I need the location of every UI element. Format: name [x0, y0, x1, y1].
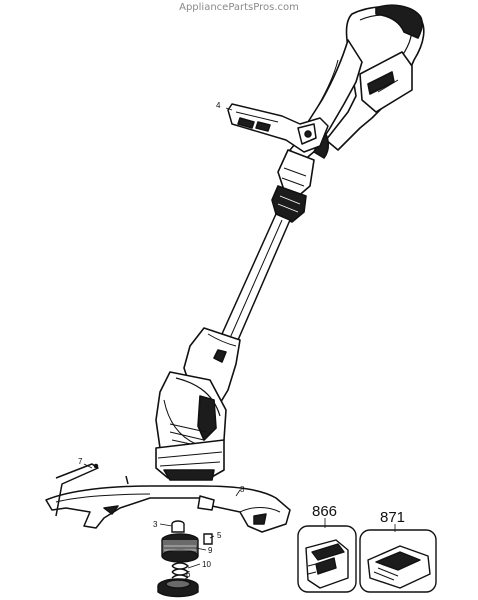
charger [359, 529, 437, 593]
callout-866: 866 [312, 503, 337, 520]
callout-3: 3 [153, 520, 158, 529]
guard [45, 485, 291, 533]
callout-8: 8 [240, 485, 245, 494]
wire-bracket [55, 463, 129, 517]
callout-6: 6 [186, 570, 191, 579]
callout-4: 4 [216, 101, 221, 110]
callout-5: 5 [217, 531, 222, 540]
callout-10: 10 [202, 560, 211, 569]
spool-assembly [157, 520, 213, 598]
callout-9: 9 [208, 546, 213, 555]
callout-871: 871 [380, 509, 405, 526]
leader-lines [83, 107, 396, 581]
trimmer-head [155, 327, 241, 481]
watermark: AppliancePartsPros.com [179, 2, 299, 13]
shaft [220, 213, 291, 341]
callout-7: 7 [78, 457, 83, 466]
battery-pack [297, 525, 357, 593]
motor-handle-housing [271, 4, 425, 223]
assist-handle [227, 103, 329, 153]
